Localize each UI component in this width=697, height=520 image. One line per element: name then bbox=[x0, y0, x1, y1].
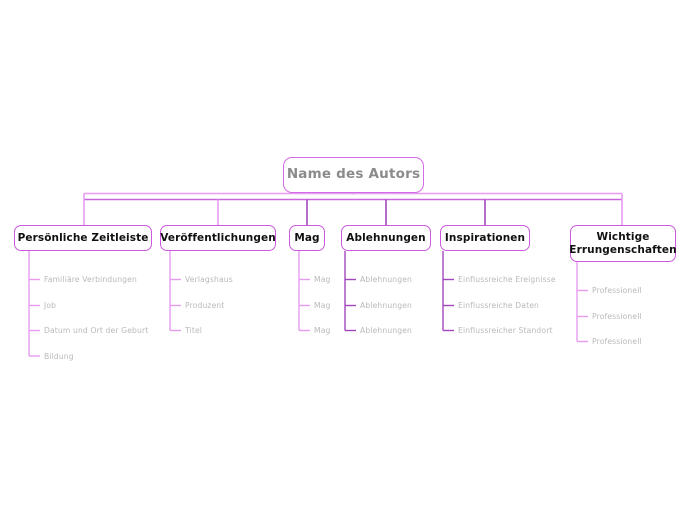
leaf-item[interactable]: Mag bbox=[314, 301, 331, 310]
branch-node-label: Ablehnungen bbox=[346, 231, 426, 244]
branch-node-mag[interactable]: Mag bbox=[289, 225, 325, 251]
root-node[interactable]: Name des Autors bbox=[283, 157, 424, 193]
branch-node-wichtige-errungenschaften[interactable]: Wichtige Errungenschaften bbox=[569, 225, 677, 262]
leaf-item[interactable]: Einflussreiche Ereignisse bbox=[458, 275, 556, 284]
branch-node-label: Persönliche Zeitleiste bbox=[17, 231, 149, 244]
leaf-item[interactable]: Produzent bbox=[185, 301, 225, 310]
branch-node-label: Mag bbox=[294, 231, 320, 244]
leaf-item[interactable]: Professionell bbox=[592, 312, 642, 321]
leaf-item[interactable]: Professionell bbox=[592, 286, 642, 295]
branch-node-label: Inspirationen bbox=[444, 231, 526, 244]
root-node-label: Name des Autors bbox=[286, 166, 421, 183]
leaf-item[interactable]: Familiäre Verbindungen bbox=[44, 275, 137, 284]
leaf-item[interactable]: Bildung bbox=[44, 351, 74, 361]
leaf-item[interactable]: Titel bbox=[185, 326, 203, 335]
branch-node-label: Veröffentlichungen bbox=[160, 231, 276, 244]
branch-node-persoenliche-zeitleiste[interactable]: Persönliche Zeitleiste bbox=[14, 225, 152, 251]
leaf-item[interactable]: Einflussreiche Daten bbox=[458, 301, 540, 310]
leaf-item[interactable]: Verlagshaus bbox=[185, 275, 233, 284]
leaf-item[interactable]: Ablehnungen bbox=[360, 326, 413, 335]
leaf-item[interactable]: Mag bbox=[314, 275, 331, 284]
branch-node-label: Wichtige Errungenschaften bbox=[569, 231, 677, 256]
leaf-item[interactable]: Professionell bbox=[592, 337, 642, 346]
branch-node-inspirationen[interactable]: Inspirationen bbox=[440, 225, 530, 251]
leaf-item[interactable]: Job bbox=[44, 301, 57, 310]
leaf-item[interactable]: Datum und Ort der Geburt bbox=[44, 326, 149, 335]
branch-node-veroeffentlichungen[interactable]: Veröffentlichungen bbox=[160, 225, 276, 251]
leaf-item[interactable]: Ablehnungen bbox=[360, 301, 413, 310]
leaf-item[interactable]: Ablehnungen bbox=[360, 275, 413, 284]
leaf-item[interactable]: Einflussreicher Standort bbox=[458, 326, 553, 335]
branch-node-ablehnungen[interactable]: Ablehnungen bbox=[341, 225, 431, 251]
leaf-item[interactable]: Mag bbox=[314, 326, 331, 335]
